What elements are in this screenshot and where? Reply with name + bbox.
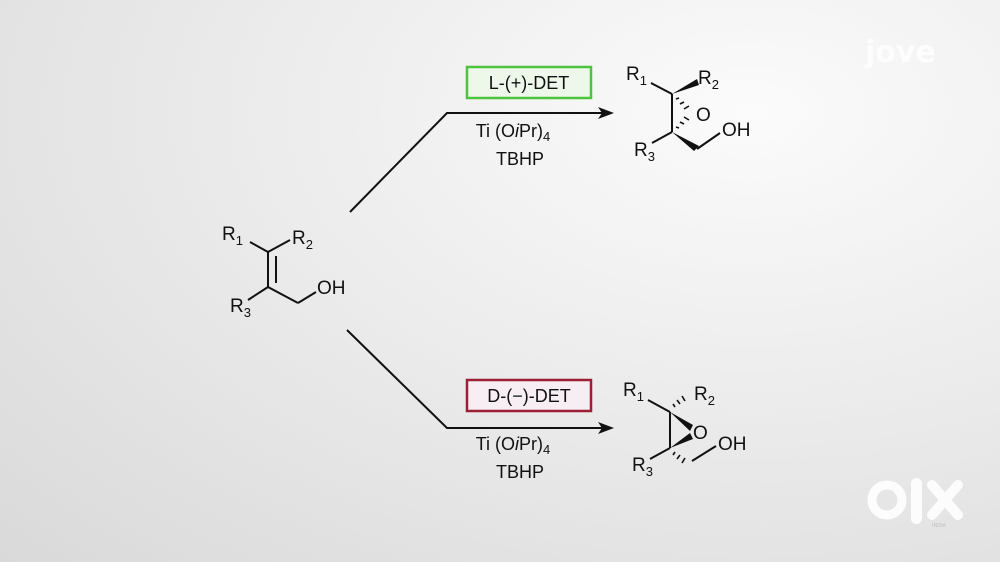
bottom-reagent-ti: Ti (OiPr)4 <box>476 434 551 457</box>
top-reaction-arrow <box>349 107 614 213</box>
top-product-r2: R2 <box>698 68 719 92</box>
top-reagent-tbhp: TBHP <box>496 149 544 169</box>
d-det-label: D-(−)-DET <box>487 386 571 406</box>
reactant-r2: R2 <box>292 228 313 252</box>
bottom-product-r2: R2 <box>694 384 715 408</box>
l-det-box <box>465 65 593 100</box>
allylic-alcohol-reactant <box>247 239 317 304</box>
svg-text:INDIA: INDIA <box>932 523 947 529</box>
bottom-product-r3: R3 <box>632 455 653 479</box>
l-det-label: L-(+)-DET <box>489 73 570 93</box>
d-det-box <box>465 378 593 413</box>
svg-text:jove: jove <box>864 35 936 70</box>
bottom-product-o: O <box>693 423 708 444</box>
top-reagent-ti: Ti (OiPr)4 <box>476 121 551 144</box>
top-product-r1: R1 <box>626 64 647 88</box>
bottom-reaction-arrow <box>346 329 614 434</box>
reactant-r1: R1 <box>222 224 243 248</box>
jove-watermark-logo: jove <box>864 35 936 70</box>
top-product-o: O <box>696 105 711 126</box>
top-product-oh: OH <box>722 120 751 141</box>
bottom-reagent-tbhp: TBHP <box>496 462 544 482</box>
reactant-oh: OH <box>317 278 346 299</box>
olx-watermark-logo: INDIA <box>867 478 963 529</box>
bottom-epoxide-product <box>647 395 717 464</box>
bottom-product-r1: R1 <box>623 380 644 404</box>
bottom-product-oh: OH <box>718 434 747 455</box>
top-epoxide-product <box>650 79 721 151</box>
reactant-r3: R3 <box>230 296 251 320</box>
top-product-r3: R3 <box>634 140 655 164</box>
